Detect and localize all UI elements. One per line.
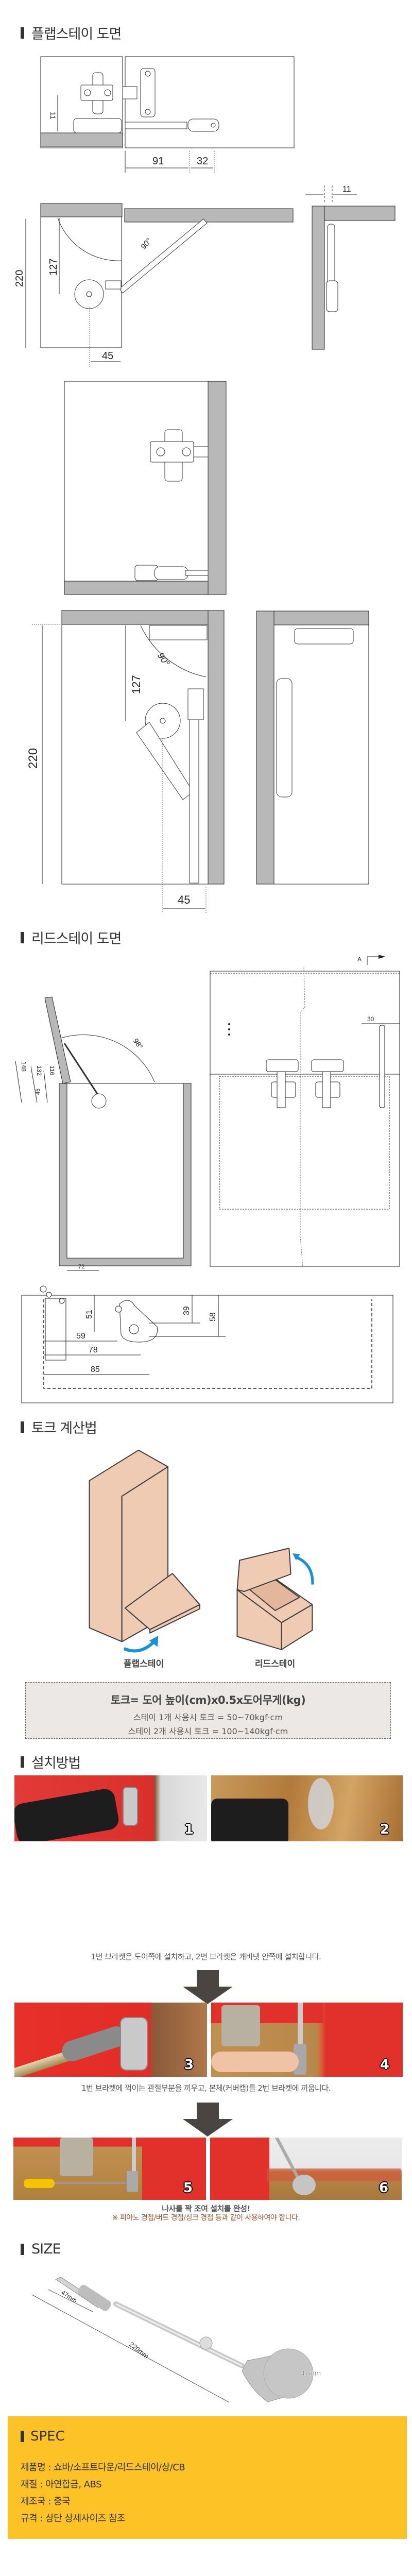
- hinge-icon: [80, 68, 156, 117]
- spec-product-name: 제품명 : 쇼바/소프트다운/리드스테이/상/CB: [21, 2462, 185, 2473]
- dim-length-220mm: 220mm: [128, 2341, 150, 2361]
- hinge-icon: [266, 1025, 385, 1108]
- svg-text:11: 11: [49, 112, 57, 120]
- dim-127: 127: [130, 675, 143, 694]
- dim-30: 30: [367, 1015, 374, 1023]
- heading-bar: [21, 2431, 24, 2442]
- section-heading-install: 설치방법: [21, 1752, 81, 1772]
- install-note: ※ 피아노 경첩/버트 경첩/싱크 경첩 등과 같이 사용하여야 합니다.: [112, 2214, 300, 2222]
- dim-116: 116: [48, 1065, 56, 1075]
- step-number: 1: [184, 1822, 194, 1837]
- dim-45: 45: [178, 893, 190, 906]
- dim-127: 127: [48, 259, 59, 276]
- section-heading-size: SIZE: [21, 2241, 61, 2257]
- flap-mechanism-icon: [136, 625, 208, 884]
- dim-45: 45: [35, 1089, 41, 1095]
- section-label-a: A: [357, 956, 362, 963]
- heading-text: 설치방법: [31, 1755, 81, 1771]
- section-heading-spec: SPEC: [21, 2429, 65, 2444]
- lead-box-illustration: [236, 1547, 313, 1650]
- heading-bar: [21, 931, 24, 943]
- dim-132: 132: [36, 1065, 43, 1076]
- stay-icon: [134, 565, 209, 581]
- heading-bar: [21, 1421, 24, 1433]
- dim-offset-right: 11: [342, 185, 351, 194]
- spec-material: 재질 : 아연합금, ABS: [21, 2479, 102, 2490]
- dim-offset: 11: [49, 112, 57, 120]
- install-photo-2: 2: [211, 1775, 403, 1841]
- down-arrow-icon: [183, 2103, 233, 2137]
- lead-hinge-icon: [40, 1285, 66, 1361]
- lead-stay-label: 리드스테이: [254, 1659, 296, 1669]
- dim-body-47mm: 47mm: [301, 2369, 321, 2377]
- stay-icon: [73, 118, 219, 133]
- heading-text: SIZE: [31, 2241, 61, 2257]
- dim-51: 51: [85, 1310, 94, 1319]
- section-heading-flap-stay: 플랩스테이 도면: [21, 23, 122, 43]
- heading-bar: [21, 27, 24, 39]
- heading-text: SPEC: [30, 2429, 65, 2444]
- spec-size: 규격 : 상단 상세사이즈 참조: [21, 2513, 126, 2524]
- torque-formula: 토크= 도어 높이(cm)x0.5x도어무게(kg): [110, 1694, 306, 1706]
- flap-side-view-2-drawing: 220 127 90° 45: [26, 610, 369, 913]
- dim-220: 220: [14, 270, 25, 287]
- heading-text: 리드스테이 도면: [31, 931, 122, 947]
- step-number: 3: [184, 2057, 194, 2073]
- torque-illustrations: [89, 1449, 314, 1653]
- dim-45: 45: [102, 350, 113, 362]
- flap-mechanism-icon: [74, 218, 208, 309]
- heading-bar: [21, 2243, 24, 2255]
- install-photo-4: 4: [211, 2003, 403, 2077]
- flap-side-view-drawing: 220 127 90° 45: [14, 203, 396, 367]
- dim-85: 85: [91, 1365, 100, 1374]
- install-caption-1: 1번 브라켓은 도어쪽에 설치하고, 2번 브라켓은 캐비넷 안쪽에 설치합니다…: [91, 1952, 321, 1961]
- lead-bracket-drawing: 51 39 58 59 78 85: [21, 1285, 393, 1403]
- flap-stay-label: 플랩스테이: [123, 1659, 164, 1669]
- heading-text: 토크 계산법: [31, 1420, 97, 1436]
- torque-formula-box: 토크= 도어 높이(cm)x0.5x도어무게(kg) 스테이 1개 사용시 토크…: [25, 1682, 391, 1739]
- dim-78: 78: [89, 1346, 98, 1354]
- install-photo-5: 5: [13, 2138, 206, 2200]
- dim-220: 220: [26, 748, 40, 769]
- section-heading-torque: 토크 계산법: [21, 1417, 97, 1437]
- torque-one-stay: 스테이 1개 사용시 토크 = 50~70kgf·cm: [133, 1713, 283, 1722]
- install-caption-2: 1번 브라켓에 꺽이는 관절부분을 끼우고, 본체(커버캡)를 2번 브라켓에 …: [81, 2083, 331, 2093]
- install-photo-1: 1: [14, 1775, 207, 1841]
- section-heading-lead-stay: 리드스테이 도면: [21, 927, 122, 947]
- heading-bar: [21, 1756, 24, 1768]
- flap-box-illustration: [89, 1449, 200, 1642]
- torque-two-stays: 스테이 2개 사용시 토크 = 100~140kgf·cm: [128, 1726, 288, 1736]
- spec-box: SPEC 제품명 : 쇼바/소프트다운/리드스테이/상/CB 재질 : 아연합금…: [8, 2416, 407, 2539]
- install-photo-3: 3: [14, 2003, 207, 2077]
- dim-39: 39: [182, 1306, 191, 1315]
- dim-59: 59: [76, 1332, 85, 1341]
- down-arrow-icon: [183, 1970, 233, 2004]
- step-number: 2: [380, 1822, 389, 1837]
- size-product-illustration: 47mm 220mm 47mm: [31, 2277, 321, 2403]
- step-number: 6: [379, 2180, 388, 2196]
- dim-72: 72: [78, 1264, 84, 1270]
- step-number: 4: [380, 2057, 389, 2073]
- hinge-icon: [150, 429, 209, 482]
- bracket-plate-icon: [119, 1300, 158, 1343]
- dim-91: 91: [152, 156, 164, 167]
- lead-stay-drawings: 98° 148 132 116 45 72 A 30: [15, 955, 400, 1271]
- flap-top-view-drawing: 11 91 32 11: [40, 56, 357, 204]
- step-number: 5: [183, 2180, 193, 2196]
- dim-148: 148: [20, 1061, 27, 1072]
- dim-32: 32: [197, 156, 208, 167]
- spec-origin: 제조국 : 중국: [21, 2496, 71, 2507]
- flap-plan-view-drawing: [64, 381, 227, 595]
- install-caption-3: 나사를 꽉 조여 설치를 완성!: [162, 2204, 250, 2213]
- install-photo-6: 6: [210, 2138, 402, 2200]
- dim-58: 58: [209, 1312, 217, 1321]
- heading-text: 플랩스테이 도면: [31, 26, 122, 42]
